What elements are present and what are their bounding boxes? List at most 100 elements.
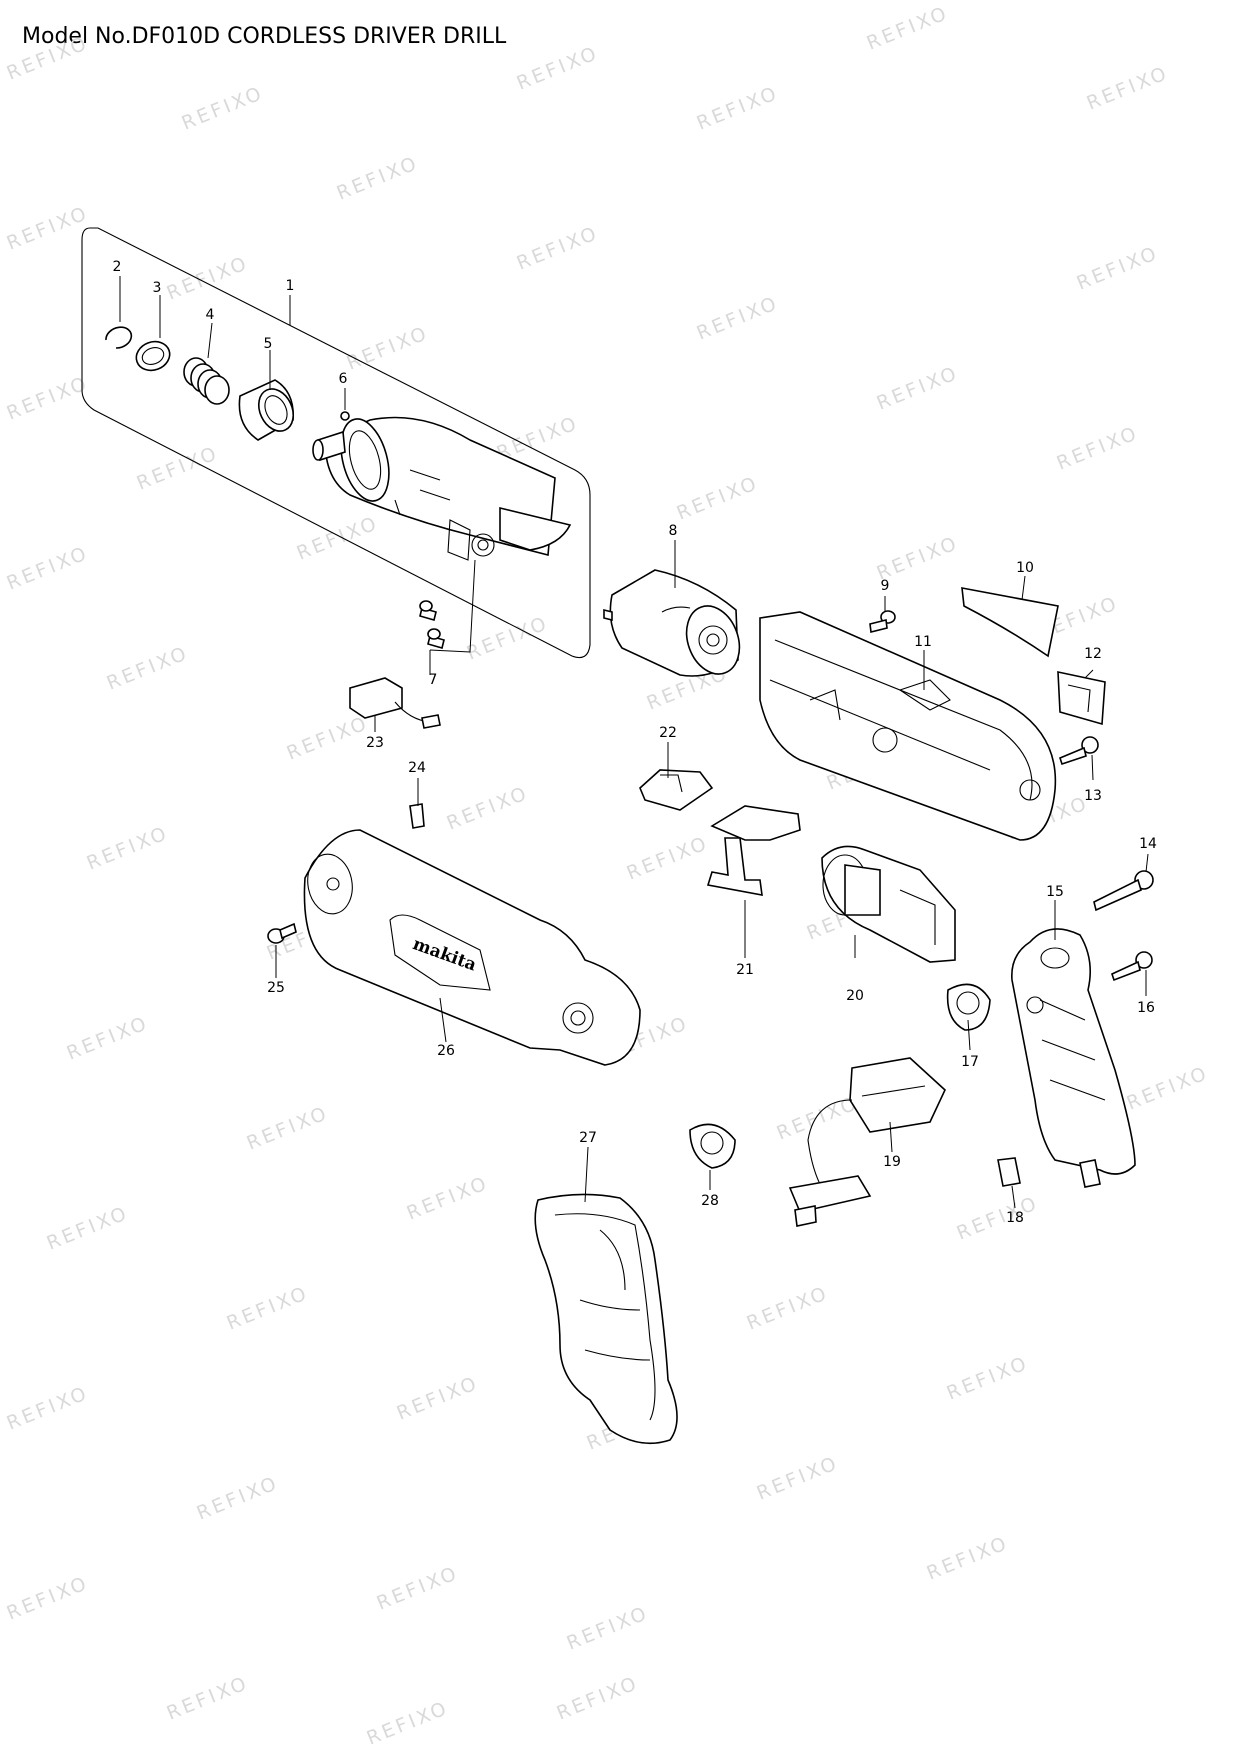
watermark-text: REFIXO: [284, 712, 372, 765]
watermark-text: REFIXO: [954, 1192, 1042, 1245]
part-9-screw: [869, 610, 896, 633]
part-label-27: 27: [579, 1130, 597, 1146]
part-label-24: 24: [408, 760, 426, 776]
watermark-text: REFIXO: [514, 42, 602, 95]
watermark-layer: REFIXO REFIXO REFIXO REFIXO REFIXO REFIXO REFI…: [4, 2, 1212, 1750]
part-label-3: 3: [153, 280, 162, 296]
part-20-switch: [821, 845, 956, 963]
part-3-ring: [135, 340, 171, 372]
watermark-text: REFIXO: [864, 2, 952, 55]
part-22-switch-button: [639, 769, 714, 811]
watermark-text: REFIXO: [4, 372, 92, 425]
watermark-text: REFIXO: [514, 222, 602, 275]
watermark-text: REFIXO: [179, 82, 267, 135]
watermark-text: REFIXO: [554, 1672, 642, 1725]
part-28-plate: [689, 1123, 736, 1169]
watermark-text: REFIXO: [164, 252, 252, 305]
watermark-text: REFIXO: [694, 82, 782, 135]
part-number-labels: 1234567891011121314151617181920212223242…: [113, 259, 1157, 1226]
watermark-text: REFIXO: [1054, 422, 1142, 475]
watermark-text: REFIXO: [744, 1282, 832, 1335]
watermark-text: REFIXO: [464, 612, 552, 665]
part-17-plate: [946, 983, 991, 1031]
part-label-14: 14: [1139, 836, 1157, 852]
part-label-28: 28: [701, 1193, 719, 1209]
watermark-text: REFIXO: [694, 292, 782, 345]
part-5-sleeve: [238, 379, 295, 441]
watermark-text: REFIXO: [4, 1572, 92, 1625]
part-6-steel-ball: [340, 411, 350, 421]
watermark-text: REFIXO: [394, 1372, 482, 1425]
watermark-text: REFIXO: [134, 442, 222, 495]
part-label-23: 23: [366, 735, 384, 751]
watermark-text: REFIXO: [344, 322, 432, 375]
watermark-text: REFIXO: [4, 32, 92, 85]
watermark-text: REFIXO: [334, 152, 422, 205]
part-label-17: 17: [961, 1054, 979, 1070]
part-label-16: 16: [1137, 1000, 1155, 1016]
watermark-text: REFIXO: [874, 532, 962, 585]
part-10-label: [961, 587, 1059, 658]
part-label-19: 19: [883, 1154, 901, 1170]
part-label-1: 1: [286, 278, 295, 294]
part-label-12: 12: [1084, 646, 1102, 662]
part-label-13: 13: [1084, 788, 1102, 804]
part-7-screws: [419, 600, 445, 649]
part-18-terminals: [997, 1157, 1101, 1188]
part-label-15: 15: [1046, 884, 1064, 900]
part-12-clip: [1057, 671, 1106, 726]
watermark-text: REFIXO: [674, 472, 762, 525]
watermark-text: REFIXO: [84, 822, 172, 875]
part-label-26: 26: [437, 1043, 455, 1059]
gear-assembly-group-outline: [81, 227, 591, 659]
part-label-20: 20: [846, 988, 864, 1004]
watermark-text: REFIXO: [924, 1532, 1012, 1585]
watermark-text: REFIXO: [754, 1452, 842, 1505]
part-23-led-circuit: [349, 677, 441, 729]
part-label-25: 25: [267, 980, 285, 996]
part-26-housing-set: makita: [303, 829, 641, 1066]
watermark-text: REFIXO: [404, 1172, 492, 1225]
part-11-housing: [759, 611, 1057, 841]
part-label-11: 11: [914, 634, 932, 650]
watermark-text: REFIXO: [1124, 1062, 1212, 1115]
part-label-7: 7: [429, 672, 438, 688]
part-14-screw: [1093, 870, 1154, 912]
watermark-text: REFIXO: [164, 1672, 252, 1725]
watermark-text: REFIXO: [224, 1282, 312, 1335]
part-label-2: 2: [113, 259, 122, 275]
part-19-battery-connector: [788, 1057, 946, 1227]
watermark-text: REFIXO: [564, 1602, 652, 1655]
watermark-text: REFIXO: [1074, 242, 1162, 295]
part-4-spring: [183, 357, 230, 405]
part-label-10: 10: [1016, 560, 1034, 576]
part-label-4: 4: [206, 307, 215, 323]
watermark-text: REFIXO: [4, 542, 92, 595]
part-27-grip-cover: [534, 1193, 678, 1445]
page-title: Model No.DF010D CORDLESS DRIVER DRILL: [22, 24, 507, 49]
part-25-screw: [267, 922, 297, 944]
watermark-text: REFIXO: [874, 362, 962, 415]
part-21-switch-lever: [706, 805, 801, 896]
watermark-text: REFIXO: [64, 1012, 152, 1065]
part-label-22: 22: [659, 725, 677, 741]
watermark-text: REFIXO: [624, 832, 712, 885]
part-label-6: 6: [339, 371, 348, 387]
part-label-5: 5: [264, 336, 273, 352]
watermark-text: REFIXO: [104, 642, 192, 695]
watermark-text: REFIXO: [4, 202, 92, 255]
part-label-9: 9: [881, 578, 890, 594]
part-24-terminal: [409, 803, 425, 829]
part-label-21: 21: [736, 962, 754, 978]
part-15-handle-housing: [1011, 928, 1136, 1175]
watermark-text: REFIXO: [194, 1472, 282, 1525]
part-2-retaining-ring: [105, 326, 133, 349]
part-1-gear-assembly: [312, 416, 572, 561]
watermark-text: REFIXO: [4, 1382, 92, 1435]
part-8-motor: [603, 569, 741, 677]
watermark-text: REFIXO: [244, 1102, 332, 1155]
watermark-text: REFIXO: [444, 782, 532, 835]
watermark-text: REFIXO: [44, 1202, 132, 1255]
part-label-18: 18: [1006, 1210, 1024, 1226]
watermark-text: REFIXO: [1084, 62, 1172, 115]
